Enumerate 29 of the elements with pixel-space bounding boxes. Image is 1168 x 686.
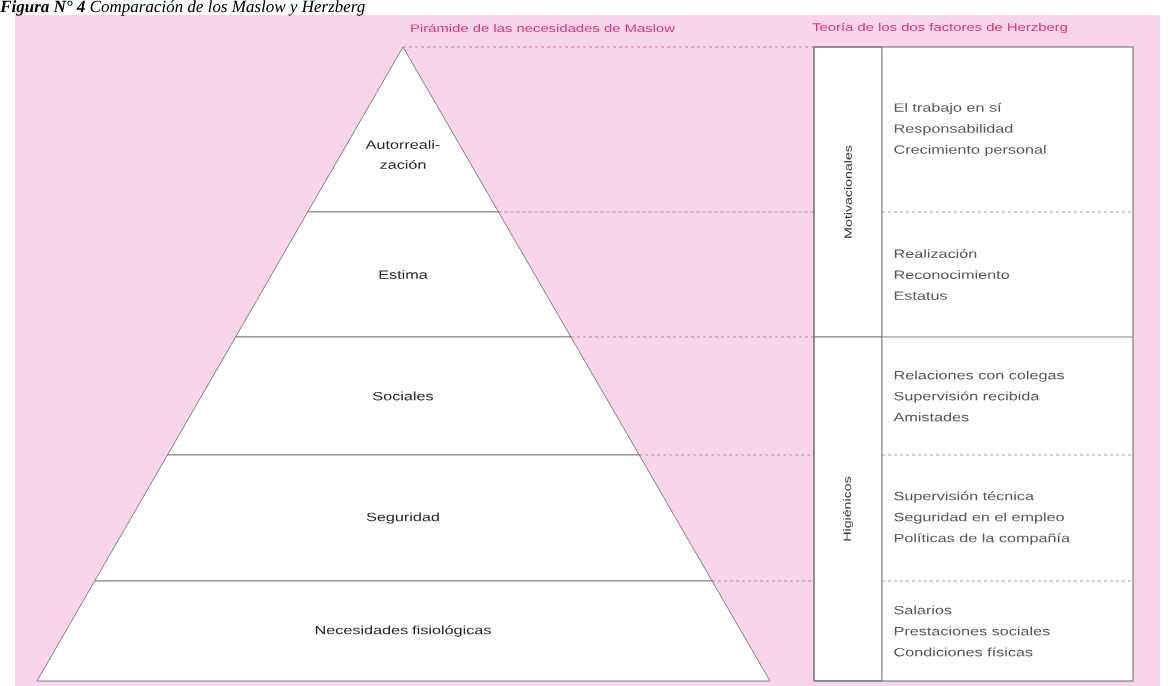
pyramid-level: Sociales [167, 336, 640, 456]
factor-cell: Supervisión técnica Seguridad en el empleo Políticas de la compañía [882, 455, 1133, 581]
pyramid-level: Seguridad [94, 454, 713, 582]
pyramid-level: Necesidades fisiológicas [36, 580, 771, 682]
node-label: Supervisión técnica [894, 491, 1034, 503]
factor-cell: Realización Reconocimiento Estatus [882, 212, 1133, 337]
node-label: Supervisión recibida [894, 391, 1040, 403]
factor-cell: Relaciones con colegas Supervisión recibida Amistades [882, 337, 1133, 455]
node-label: Amistades [893, 412, 969, 422]
pyramid-level: Estima [235, 211, 572, 338]
node-label: El trabajo en sí [894, 102, 1002, 115]
node-label: Relaciones con colegas [894, 370, 1065, 382]
node-label: Estatus [894, 291, 947, 300]
header-label: Pirámide de las necesidades de Maslow [411, 23, 675, 33]
node-label: Realización [894, 249, 977, 258]
category-cell: Higiénicos [813, 336, 883, 682]
node-label: Salarios [894, 605, 952, 615]
node-label: Condiciones físicas [894, 647, 1033, 657]
node-label: Crecimiento personal [894, 144, 1046, 157]
node-label: Responsabilidad [894, 123, 1013, 136]
node-label: Reconocimiento [894, 270, 1009, 279]
category-cell: Motivacionales [813, 46, 883, 338]
node-label: Políticas de la compañía [894, 533, 1071, 545]
figure-caption: Figura N° 4 Comparación de los Maslow y Herzberg [0, 0, 365, 16]
header-label: Teoría de los dos factores de Herzberg [812, 22, 1067, 34]
node-label: Seguridad en el empleo [894, 512, 1064, 524]
pyramid-level: Autorreali- zación [307, 46, 499, 213]
factor-cell: Salarios Prestaciones sociales Condiciones físicas [882, 581, 1133, 681]
node-label: Prestaciones sociales [894, 626, 1050, 636]
